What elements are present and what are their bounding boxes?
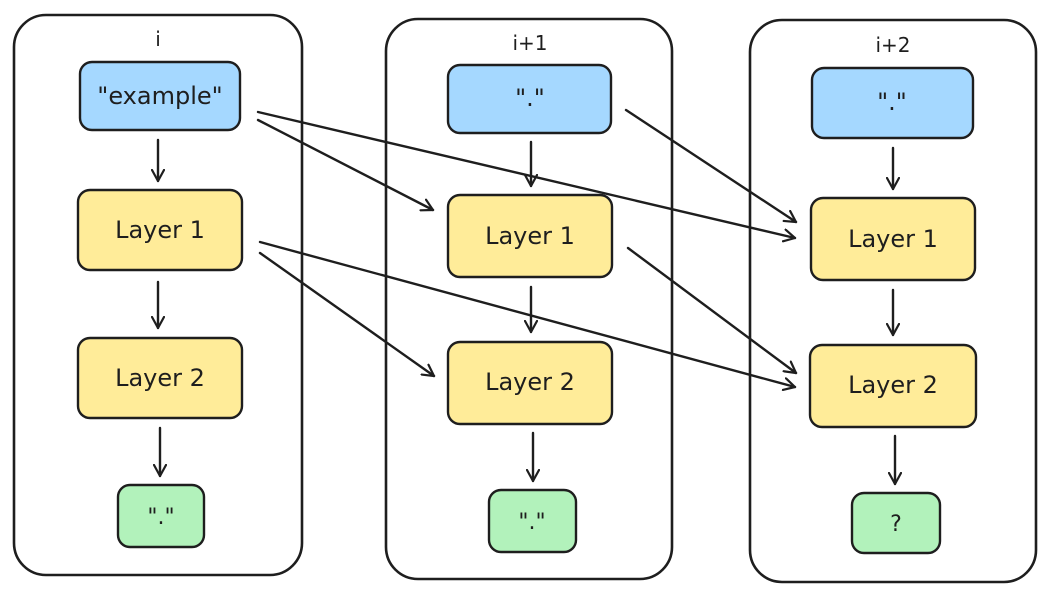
column-title: i [155, 27, 161, 51]
arrow-cross [626, 246, 798, 375]
column-title: i+1 [512, 31, 547, 55]
layer-2-label: Layer 2 [485, 368, 575, 396]
arrow-cross [258, 251, 436, 378]
vertical-arrows [158, 138, 895, 486]
cross-arrows [256, 108, 798, 387]
input-token-box [78, 60, 242, 132]
column-panel-i-plus-1: i+1 "." Layer 1 Layer 2 "." [384, 17, 674, 581]
arrow-cross [256, 118, 435, 210]
layer-1-label: Layer 1 [848, 225, 938, 253]
layer-2-label: Layer 2 [848, 371, 938, 399]
layer-2-label: Layer 2 [115, 364, 205, 392]
layer-1-box [809, 196, 977, 282]
layer-1-label: Layer 1 [485, 222, 575, 250]
input-token-label: "." [877, 88, 907, 116]
output-token-label: "." [518, 510, 545, 535]
layer-2-box [808, 343, 978, 429]
output-token-label: ? [890, 512, 902, 537]
output-token-box [487, 488, 578, 554]
layer-2-box [76, 336, 244, 420]
output-token-box [850, 491, 942, 555]
layer-1-label: Layer 1 [115, 216, 205, 244]
input-token-label: "." [515, 84, 545, 112]
input-token-label: "example" [97, 82, 222, 110]
arrow-cross [624, 108, 798, 224]
layer-2-box [446, 340, 614, 426]
column-panel-i-plus-2: i+2 "." Layer 1 Layer 2 ? [748, 18, 1038, 584]
arrow-cross [258, 240, 797, 387]
input-token-box [810, 66, 975, 140]
column-title: i+2 [875, 33, 910, 57]
output-token-box [116, 483, 206, 549]
input-token-box [446, 63, 613, 135]
layer-1-box [76, 188, 244, 272]
output-token-label: "." [147, 505, 174, 530]
arrow-cross [256, 110, 797, 238]
layer-1-box [446, 193, 614, 279]
